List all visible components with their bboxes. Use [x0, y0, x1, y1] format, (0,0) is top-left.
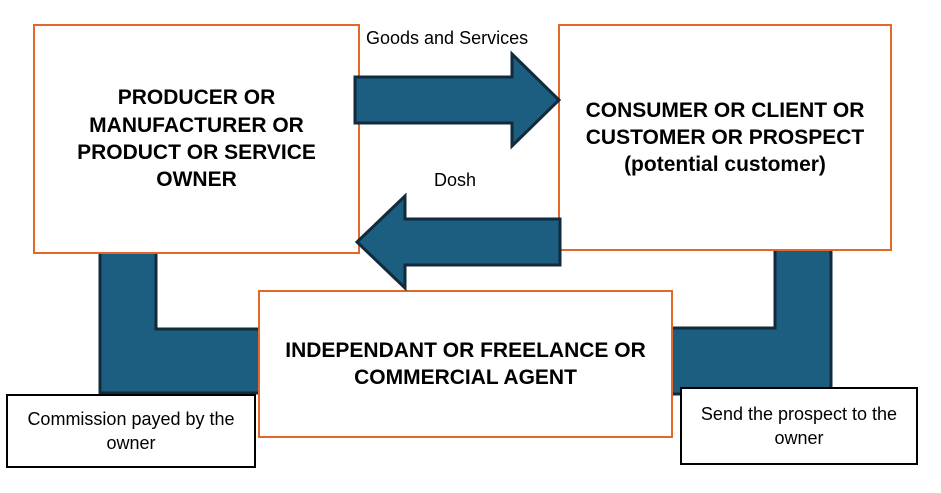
- arrow-goods-and-services: [353, 50, 562, 150]
- node-producer-label: PRODUCER OR MANUFACTURER OR PRODUCT OR S…: [77, 86, 316, 192]
- caption-send-prospect[interactable]: Send the prospect to the owner: [680, 387, 918, 465]
- connector-producer-to-agent: [98, 248, 262, 395]
- node-agent[interactable]: INDEPENDANT OR FREELANCE OR COMMERCIAL A…: [258, 290, 673, 438]
- connector-producer-to-agent-shape: [98, 248, 262, 395]
- node-producer[interactable]: PRODUCER OR MANUFACTURER OR PRODUCT OR S…: [33, 24, 360, 254]
- arrow-dosh-shape: [354, 192, 562, 292]
- arrow-dosh-label: Dosh: [434, 170, 477, 190]
- node-consumer-label: CONSUMER OR CLIENT OR CUSTOMER OR PROSPE…: [585, 98, 865, 177]
- arrow-goods-and-services-shape: [353, 50, 562, 150]
- arrow-goods-and-services-label: Goods and Services: [366, 28, 529, 48]
- node-consumer[interactable]: CONSUMER OR CLIENT OR CUSTOMER OR PROSPE…: [558, 24, 892, 251]
- connector-consumer-to-agent-shape: [669, 246, 833, 396]
- node-agent-label: INDEPENDANT OR FREELANCE OR COMMERCIAL A…: [285, 338, 646, 389]
- arrow-dosh: [354, 192, 562, 292]
- connector-consumer-to-agent: [669, 246, 833, 396]
- caption-commission[interactable]: Commission payed by the owner: [6, 394, 256, 468]
- caption-send-prospect-label: Send the prospect to the owner: [700, 403, 898, 448]
- caption-commission-label: Commission payed by the owner: [27, 408, 235, 453]
